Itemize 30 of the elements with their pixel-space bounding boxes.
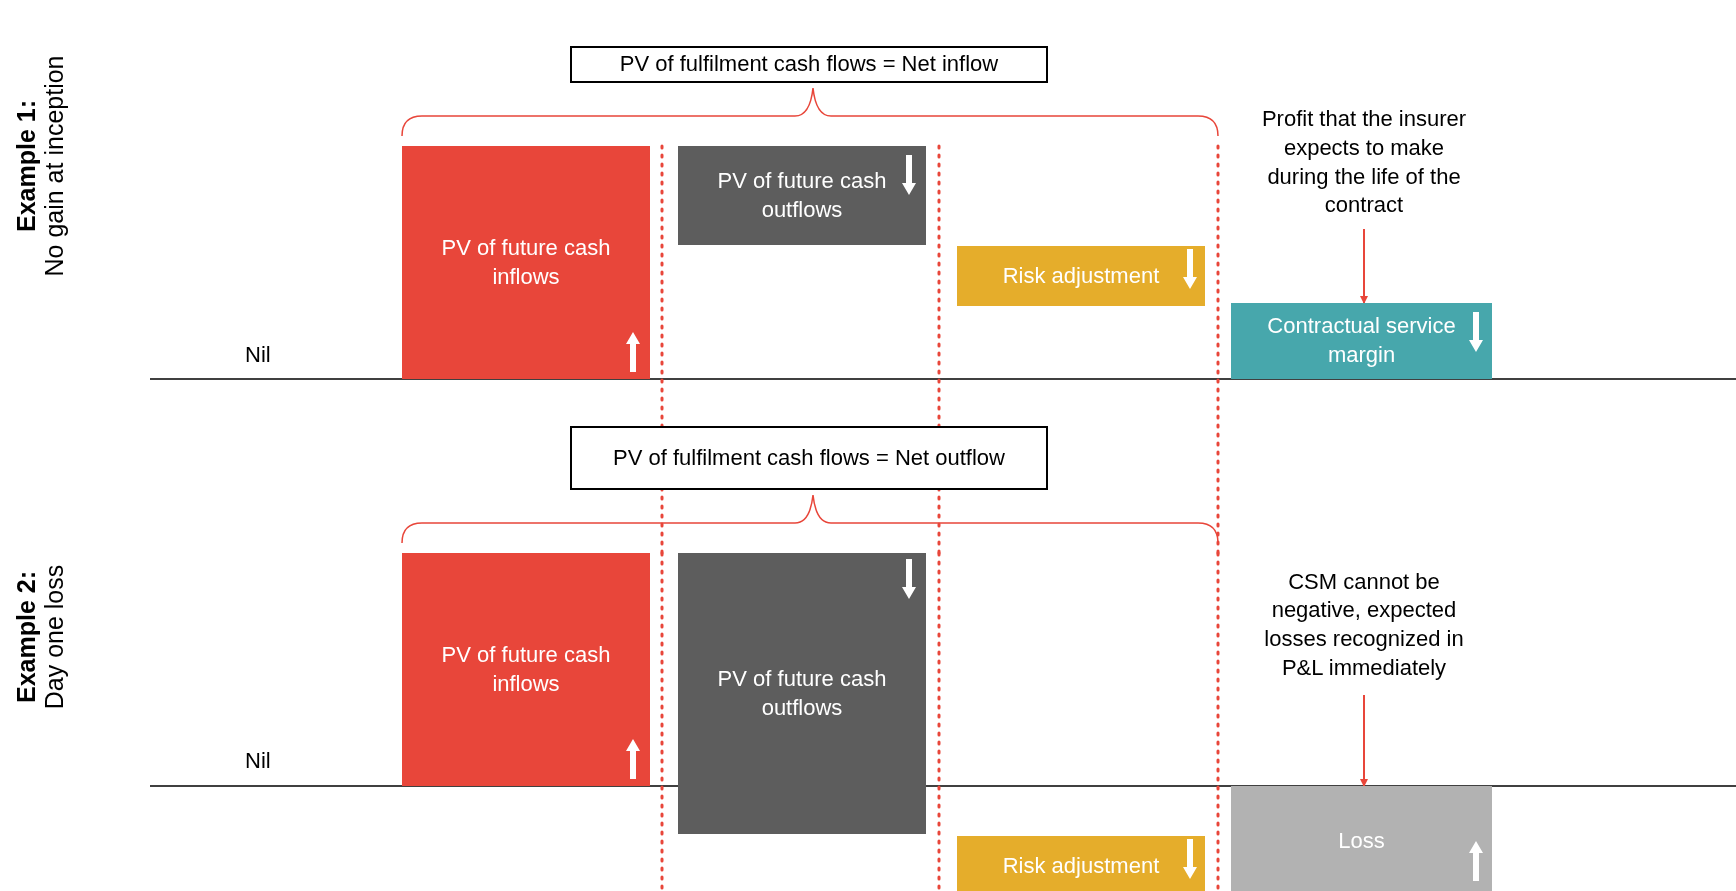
bar-label: Risk adjustment bbox=[1002, 261, 1160, 290]
baseline-label: Nil bbox=[245, 342, 271, 368]
title-box bbox=[570, 426, 1048, 490]
risk-adjustment-bar bbox=[957, 246, 1205, 306]
risk-adjustment-bar bbox=[957, 836, 1205, 891]
bar-label: PV of fulfilment cash flows = Net inflow bbox=[619, 50, 999, 79]
outflow-bar bbox=[678, 146, 926, 245]
bar-label: Risk adjustment bbox=[1002, 851, 1160, 880]
loss-bar bbox=[1231, 786, 1492, 891]
bar-label: Loss bbox=[1338, 826, 1385, 855]
bar-label: PV of future cash outflows bbox=[716, 664, 888, 722]
annotation-text: CSM cannot be negative, expected losses recognized in P&L immediately bbox=[1244, 555, 1484, 695]
annotation-text: Profit that the insurer expects to make during the life of the contract bbox=[1254, 96, 1474, 229]
outflow-bar bbox=[678, 553, 926, 834]
inflow-bar bbox=[402, 146, 650, 379]
arrow bbox=[1360, 694, 1368, 787]
arrow bbox=[1360, 228, 1368, 304]
section-heading: Example 1: bbox=[12, 100, 40, 232]
margin-bar bbox=[1231, 303, 1492, 379]
section-heading: Day one loss bbox=[40, 564, 69, 710]
title-box bbox=[570, 46, 1048, 83]
section-heading: No gain at inception bbox=[40, 55, 69, 277]
section-heading: Example 2: bbox=[12, 571, 40, 703]
baseline-label: Nil bbox=[245, 748, 271, 774]
bar-label: PV of future cash outflows bbox=[716, 166, 888, 224]
bar-label: PV of future cash inflows bbox=[440, 233, 612, 291]
inflow-bar bbox=[402, 553, 650, 786]
bar-label: PV of fulfilment cash flows = Net outflow bbox=[613, 443, 1005, 472]
bar-label: Contractual service margin bbox=[1266, 312, 1457, 369]
bar-label: PV of future cash inflows bbox=[440, 640, 612, 698]
